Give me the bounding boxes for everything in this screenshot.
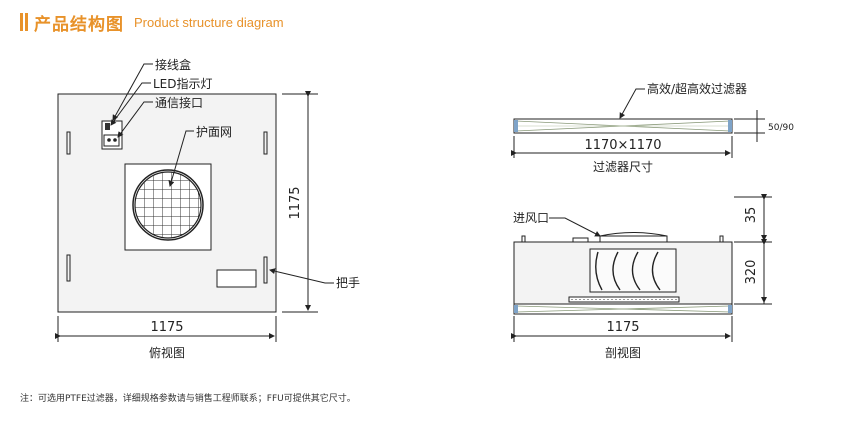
slot-left-upper (66, 131, 71, 155)
junction-box-side (572, 237, 589, 243)
label-led-indicator: LED指示灯 (153, 76, 213, 91)
section-filter-diag-2 (515, 305, 731, 313)
filter-thickness-value: 50/90 (768, 123, 794, 133)
fan-blade-1 (595, 251, 603, 291)
section-header: 产品结构图 Product structure diagram (20, 10, 284, 35)
filter-size-caption: 过滤器尺寸 (593, 160, 653, 174)
inlet-collar-curve (599, 232, 668, 237)
label-guard-mesh: 护面网 (196, 125, 232, 139)
fan-blade-2 (612, 251, 621, 291)
leader-comm-port (117, 101, 153, 138)
label-comm-port: 通信接口 (155, 95, 203, 110)
filter-seal-right (728, 120, 732, 132)
top-view-caption: 俯视图 (149, 345, 185, 360)
section-title: 产品结构图 (34, 14, 124, 35)
leader-led-indicator (110, 82, 151, 126)
top-tab-right (719, 235, 724, 243)
filter-view: 高效/超高效过滤器 50/90 1170×1170 过滤器尺寸 (511, 81, 794, 174)
leader-guard-mesh (168, 130, 194, 187)
guard-mesh-edge (134, 171, 202, 239)
top-view: 接线盒 LED指示灯 通信接口 护面网 把手 1175 1175 俯视图 (55, 57, 360, 360)
label-handle: 把手 (336, 276, 360, 290)
top-tab-left (521, 235, 526, 243)
guard-mesh-grid (135, 172, 201, 238)
slot-right-upper (263, 131, 268, 155)
label-filter: 高效/超高效过滤器 (647, 81, 747, 96)
control-panel (216, 269, 257, 288)
dim-housing-height-value: 320 (744, 260, 759, 285)
section-view-caption: 剖视图 (605, 345, 641, 360)
leader-filter (619, 88, 645, 119)
handle-slot (263, 256, 268, 284)
comm-port-pin-2 (113, 138, 117, 142)
led-indicator (105, 123, 110, 130)
dim-top-value: 35 (744, 207, 759, 224)
fan-blade-3 (631, 251, 641, 291)
section-view: 进风口 35 320 (511, 194, 772, 360)
section-subtitle: Product structure diagram (134, 14, 284, 30)
footnote: 注：可选用PTFE过滤器，详细规格参数请与销售工程师联系；FFU可提供其它尺寸。 (20, 394, 356, 404)
filter-seal-left (514, 120, 518, 132)
label-inlet: 进风口 (513, 211, 549, 225)
leader-inlet (549, 217, 601, 237)
header-accent-bars (20, 13, 28, 31)
dim-width-value: 1175 (150, 320, 183, 335)
slot-left-lower (66, 254, 71, 282)
section-seal-left (514, 305, 518, 313)
filter-size-value: 1170×1170 (584, 138, 661, 153)
leader-junction-box (112, 63, 153, 121)
section-width-value: 1175 (606, 320, 639, 335)
section-seal-right (728, 305, 732, 313)
label-junction-box: 接线盒 (155, 57, 191, 72)
leader-handle (269, 268, 334, 284)
fan-blade-4 (651, 251, 661, 291)
comm-port-pin-1 (107, 138, 111, 142)
inlet-collar (599, 235, 668, 243)
dim-height-value: 1175 (288, 186, 303, 219)
comm-port (103, 134, 120, 147)
